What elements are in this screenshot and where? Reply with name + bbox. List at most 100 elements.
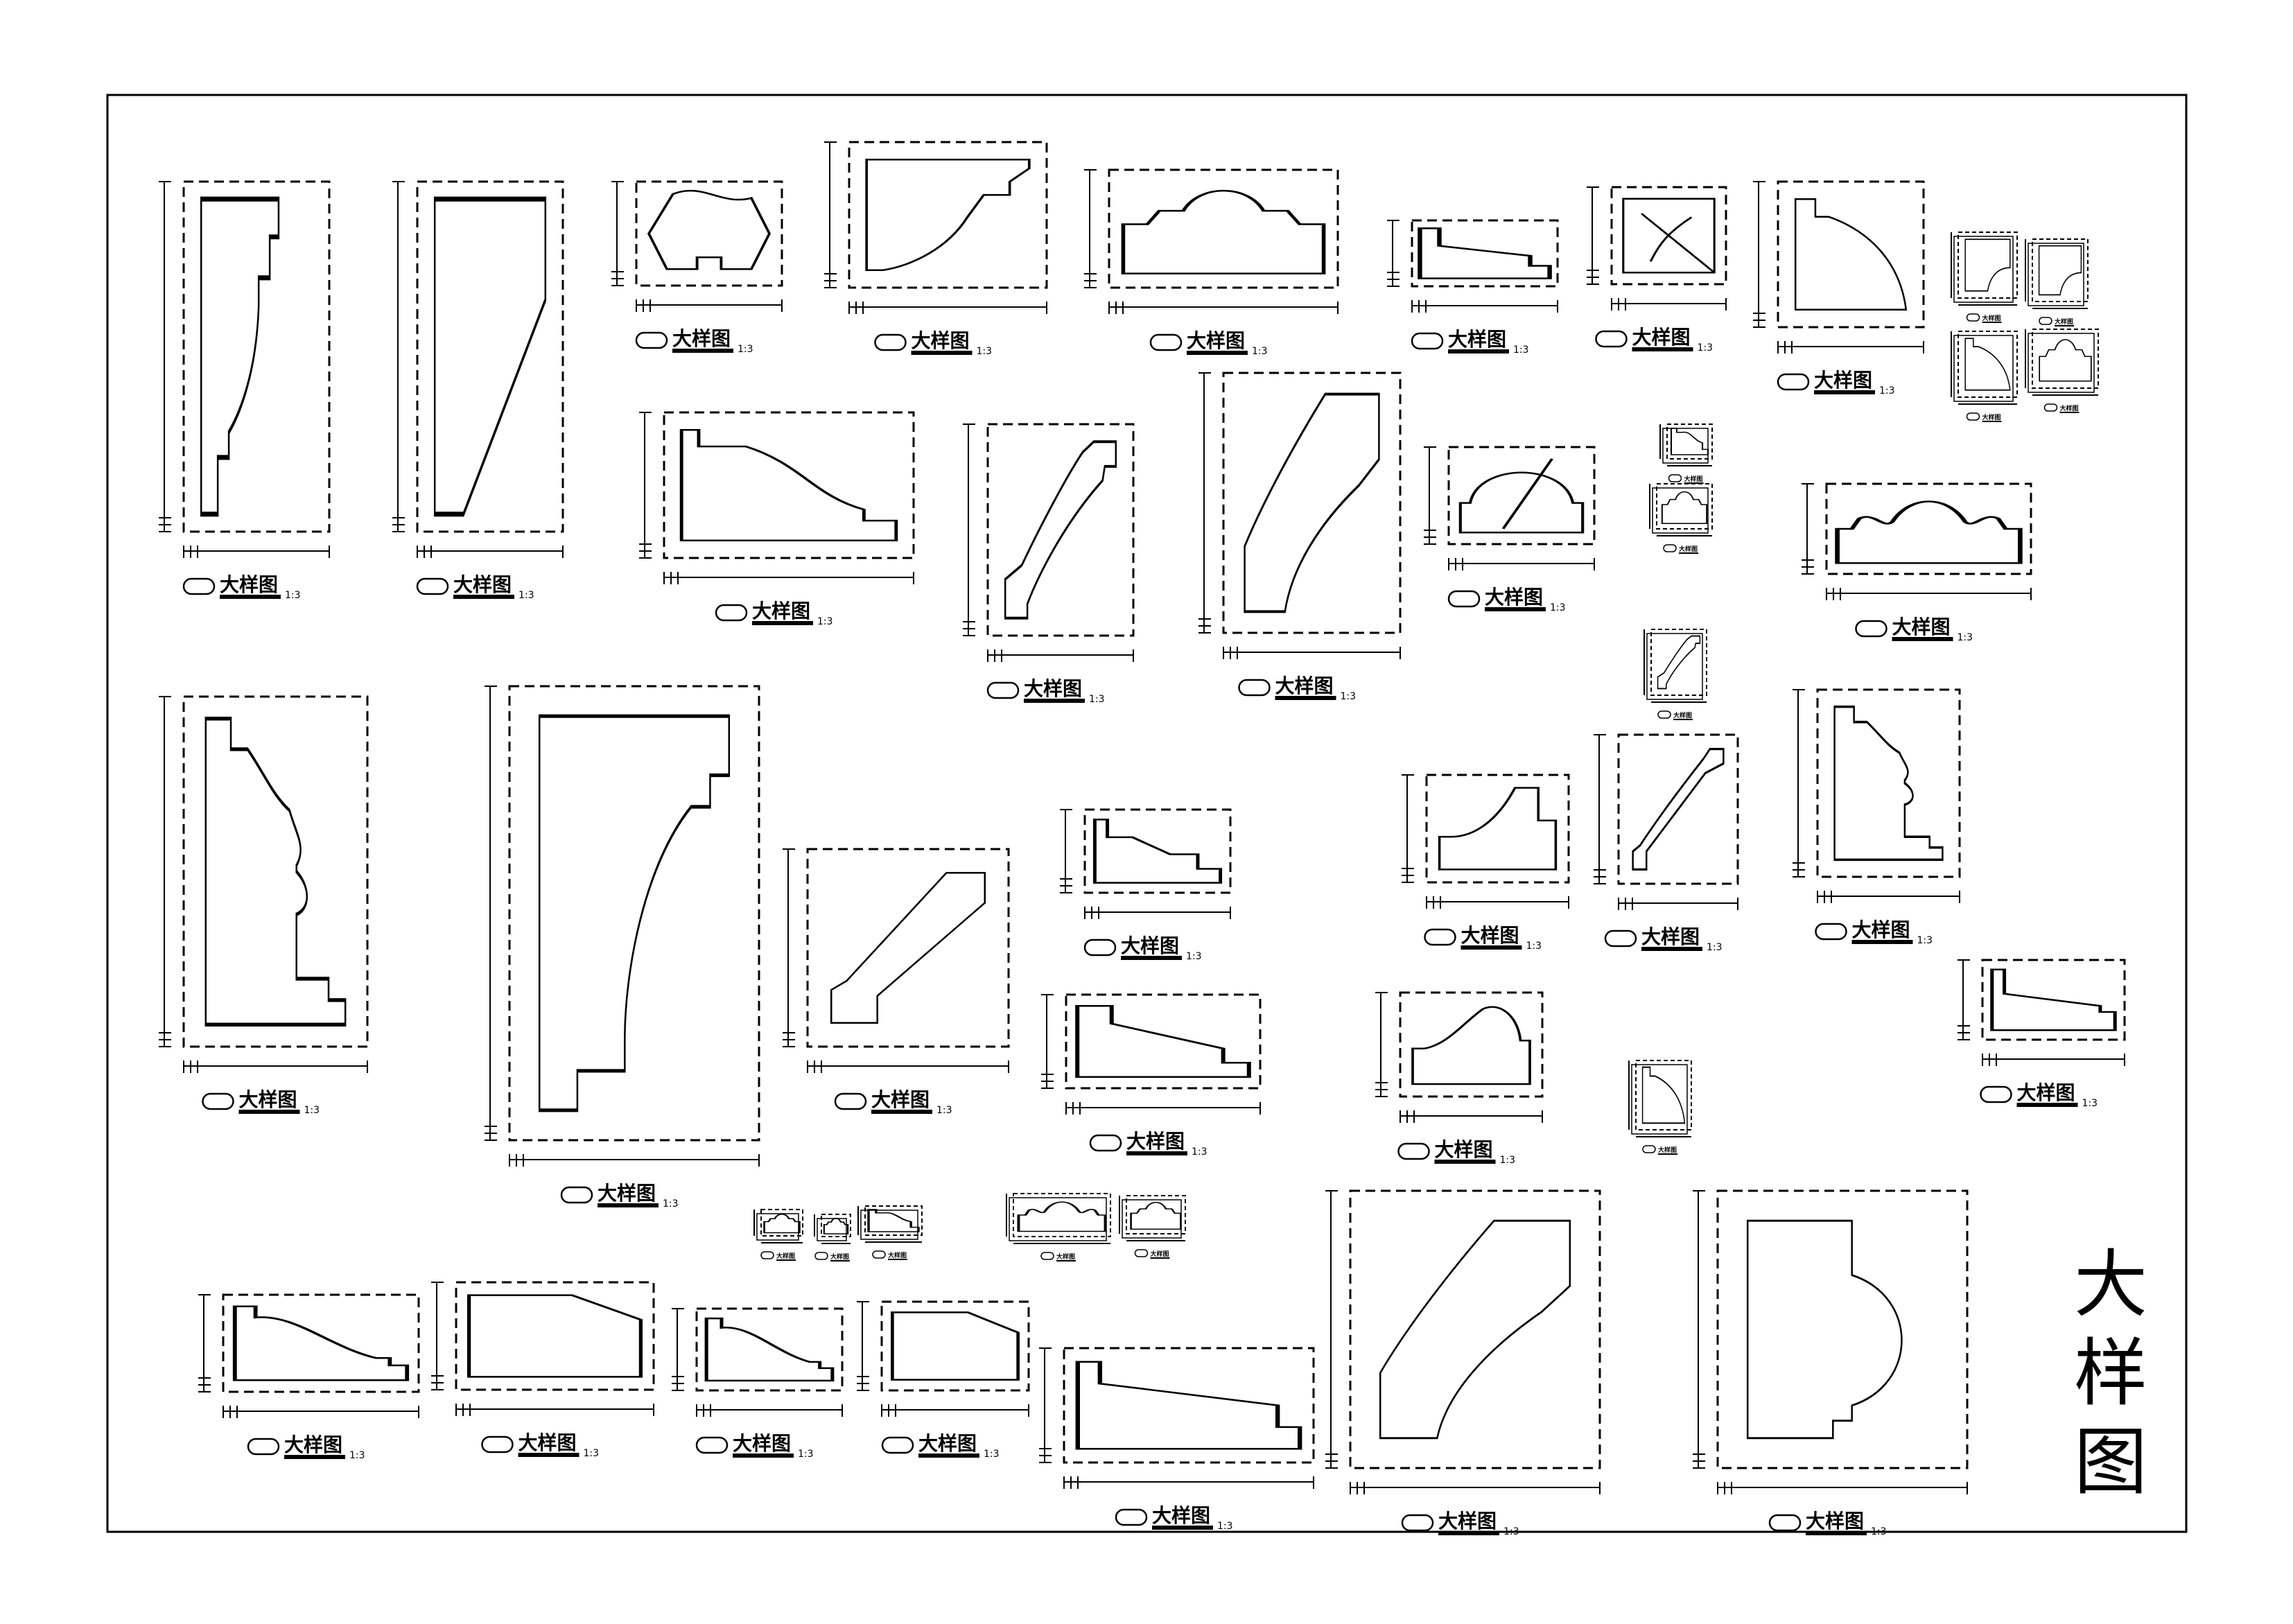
molding-profile <box>1622 198 1716 274</box>
detail-marker <box>874 333 907 351</box>
detail-scale: 1:3 <box>304 1105 320 1116</box>
detail-label: 大样图 <box>672 327 731 350</box>
molding-profile <box>1990 968 2117 1031</box>
detail-marker <box>1401 1514 1434 1532</box>
detail-label: 大样图 <box>1056 1252 1075 1261</box>
detail-marker <box>872 1250 886 1259</box>
detail-marker <box>1424 928 1456 946</box>
detail-label: 大样图 <box>1435 1138 1493 1161</box>
detail-scale: 1:3 <box>1252 346 1268 357</box>
detail-frame <box>182 695 369 1048</box>
detail-label: 大样图 <box>1852 918 1910 941</box>
detail-marker <box>881 1436 914 1454</box>
molding-profile <box>1438 787 1558 871</box>
detail-marker <box>2043 403 2058 412</box>
detail-label: 大样图 <box>776 1252 795 1260</box>
detail-label: 大样图 <box>1448 328 1506 351</box>
molding-profile <box>823 1217 849 1234</box>
detail-frame <box>1662 428 1709 464</box>
detail-label: 大样图 <box>918 1432 977 1455</box>
detail-marker <box>1447 590 1481 608</box>
detail-frame <box>864 1205 923 1236</box>
molding-profile <box>200 196 280 517</box>
detail-label: 大样图 <box>1814 369 1872 392</box>
detail-scale: 1:3 <box>1513 344 1529 356</box>
detail-marker <box>1980 1085 2012 1103</box>
detail-marker <box>2039 317 2052 325</box>
detail-marker <box>1089 1134 1122 1152</box>
detail-label: 大样图 <box>830 1252 849 1261</box>
detail-frame <box>1425 774 1570 884</box>
detail-label: 大样图 <box>1152 1504 1210 1527</box>
detail-label: 大样图 <box>2017 1081 2075 1104</box>
molding-profile <box>1130 1202 1182 1230</box>
detail-frame <box>1399 991 1544 1098</box>
detail-drawing: 大样图 <box>1659 424 1713 484</box>
detail-label: 大样图 <box>1658 1146 1677 1154</box>
detail-frame <box>1958 331 2018 398</box>
detail-frame <box>1013 1193 1111 1237</box>
detail-label: 大样图 <box>752 600 810 622</box>
detail-scale: 1:3 <box>1186 951 1202 962</box>
detail-scale: 1:3 <box>936 1105 952 1116</box>
detail-marker <box>695 1436 729 1454</box>
molding-profile <box>204 717 347 1027</box>
detail-drawing: 大样图 1:3 <box>159 180 331 601</box>
detail-scale: 1:3 <box>1917 935 1933 946</box>
molding-profile <box>1833 705 1944 862</box>
detail-label: 大样图 <box>733 1432 791 1455</box>
detail-frame <box>760 1209 803 1237</box>
detail-drawing: 大样图 <box>857 1205 923 1260</box>
molding-profile <box>1075 1361 1302 1450</box>
detail-marker <box>247 1438 280 1456</box>
detail-drawing: 大样图 <box>1119 1195 1186 1259</box>
detail-frame <box>182 180 331 533</box>
sheet-title-char-3: 图 <box>2074 1420 2147 1505</box>
detail-frame <box>1981 959 2126 1041</box>
molding-profile <box>538 714 731 1112</box>
molding-profile <box>1835 500 2023 564</box>
detail-scale: 1:3 <box>663 1198 679 1210</box>
molding-profile <box>467 1294 643 1378</box>
detail-frame <box>1953 236 2014 303</box>
detail-marker <box>1668 474 1682 482</box>
detail-label: 大样图 <box>220 573 278 596</box>
detail-label: 大样图 <box>1121 934 1179 957</box>
detail-label: 大样图 <box>1126 1130 1185 1153</box>
detail-scale: 1:3 <box>285 590 301 601</box>
sheet-title-char-2: 样 <box>2074 1331 2147 1416</box>
molding-profile <box>1017 1201 1107 1232</box>
detail-label: 大样图 <box>2060 404 2079 412</box>
molding-profile <box>1964 338 2011 391</box>
detail-drawing: 大样图 <box>1628 1060 1692 1155</box>
detail-label: 大样图 <box>518 1431 577 1454</box>
detail-scale: 1:3 <box>518 590 534 601</box>
detail-frame <box>806 848 1010 1048</box>
detail-label: 大样图 <box>1679 545 1698 553</box>
detail-marker <box>1040 1252 1054 1260</box>
detail-scale: 1:3 <box>1550 602 1566 613</box>
detail-frame <box>1656 483 1713 530</box>
molding-profile <box>1411 1006 1531 1085</box>
detail-marker <box>1815 923 1847 941</box>
detail-frame <box>1063 1347 1315 1464</box>
detail-scale: 1:3 <box>1958 632 1973 643</box>
detail-frame <box>1716 1189 1969 1469</box>
detail-label: 大样图 <box>284 1433 342 1456</box>
detail-marker <box>1397 1142 1430 1160</box>
detail-scale: 1:3 <box>1089 694 1105 705</box>
detail-frame <box>986 423 1135 637</box>
detail-label: 大样图 <box>1275 674 1334 697</box>
detail-frame <box>1222 372 1402 634</box>
sheet-title: 大 样 图 <box>2062 1241 2159 1507</box>
detail-scale: 1:3 <box>1871 1526 1887 1537</box>
